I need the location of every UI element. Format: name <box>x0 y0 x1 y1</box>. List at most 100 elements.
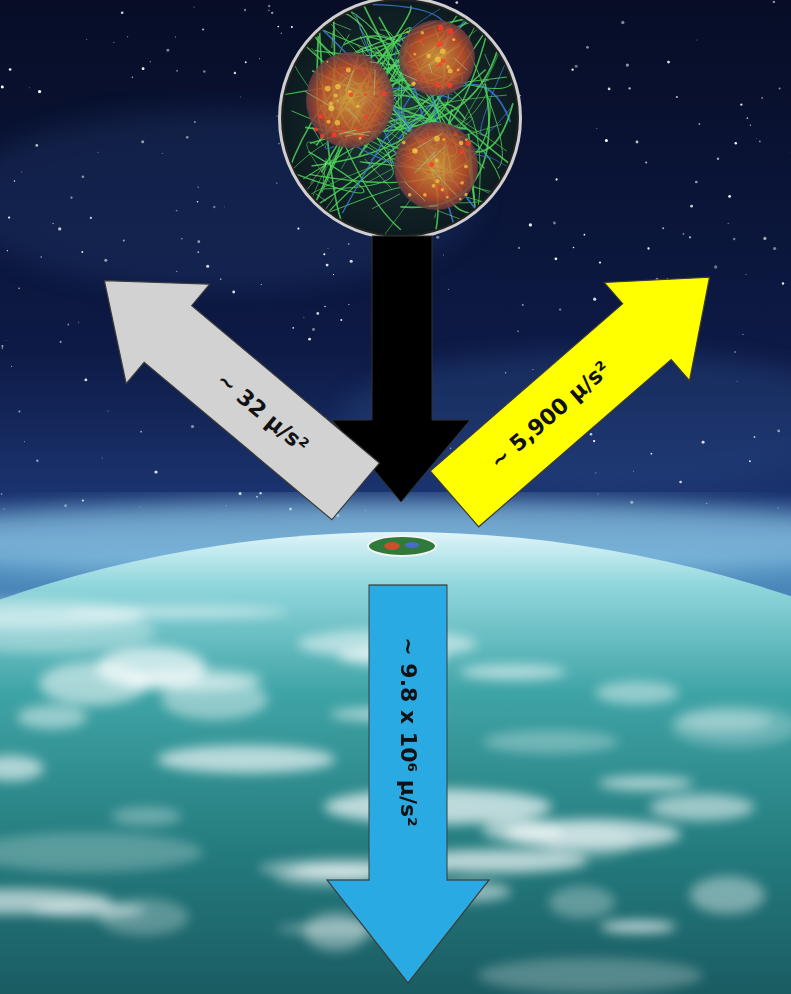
star <box>256 496 258 498</box>
cloud <box>482 819 562 842</box>
cloud <box>460 664 567 680</box>
star <box>736 381 738 383</box>
star <box>276 182 277 183</box>
nucleus-speck <box>464 165 468 169</box>
nucleus-speck <box>457 69 460 72</box>
star <box>82 499 84 501</box>
star <box>443 254 444 255</box>
star <box>455 1 458 4</box>
filament <box>345 131 371 136</box>
nucleus-speck <box>438 41 443 46</box>
star <box>232 291 235 294</box>
star <box>107 410 108 411</box>
star <box>5 339 7 341</box>
star <box>102 457 103 458</box>
star <box>206 265 209 268</box>
star <box>194 6 195 7</box>
nucleus-speck <box>420 79 422 81</box>
star <box>132 76 134 78</box>
star <box>350 260 353 263</box>
star <box>702 441 705 444</box>
star <box>149 61 151 63</box>
filament <box>309 141 342 218</box>
filament <box>431 146 445 160</box>
star <box>90 217 92 219</box>
star <box>14 180 15 181</box>
filament <box>372 194 400 209</box>
star <box>571 69 573 71</box>
star <box>259 492 262 495</box>
star <box>698 123 700 125</box>
star <box>84 378 87 381</box>
star <box>11 366 12 367</box>
cloud <box>600 920 676 933</box>
cloud <box>598 776 693 790</box>
star <box>271 12 273 14</box>
star <box>761 97 762 98</box>
star <box>277 26 279 28</box>
star <box>773 247 776 250</box>
star <box>599 261 601 263</box>
star <box>553 222 556 225</box>
nucleus-speck <box>408 193 412 197</box>
filament <box>346 70 354 91</box>
star <box>759 140 761 142</box>
star <box>8 216 10 218</box>
nucleus-speck <box>437 186 441 190</box>
star <box>35 144 38 147</box>
star <box>324 306 326 308</box>
star <box>176 210 178 212</box>
star <box>745 274 746 275</box>
star <box>18 411 20 413</box>
nucleus-speck <box>435 179 439 183</box>
acceleration-label: ~ 9.8 x 10⁶ μ/s² <box>396 637 420 826</box>
star <box>522 304 524 306</box>
filament <box>357 45 367 56</box>
star <box>224 206 226 208</box>
filament <box>338 130 356 134</box>
filament <box>396 120 417 145</box>
nucleus-speck <box>427 171 429 173</box>
star <box>679 481 682 484</box>
arrow-outline <box>63 231 398 541</box>
star <box>645 161 647 163</box>
filament <box>397 72 416 81</box>
filament <box>429 205 438 206</box>
nucleus-speck <box>320 134 325 139</box>
arrow-outline <box>327 585 489 983</box>
star <box>559 308 561 310</box>
star <box>1 345 3 347</box>
star <box>754 436 756 438</box>
star <box>327 248 329 250</box>
star <box>436 236 439 239</box>
nucleus-speck <box>412 148 418 154</box>
star <box>259 58 260 59</box>
cloud <box>549 886 616 918</box>
star <box>240 96 242 98</box>
filament <box>374 70 375 96</box>
filament <box>332 22 351 30</box>
nucleus-speck <box>435 82 439 86</box>
star <box>268 10 269 11</box>
star <box>202 28 204 30</box>
star <box>9 68 12 71</box>
nucleus-speck <box>382 91 387 96</box>
star <box>777 430 780 433</box>
filament <box>312 29 313 33</box>
star <box>67 324 69 326</box>
nucleus-speck <box>327 120 331 124</box>
star <box>717 158 719 160</box>
cloud <box>0 755 44 781</box>
nucleus-speck <box>460 181 464 185</box>
nucleus-speck <box>429 162 434 167</box>
nucleus-speck <box>326 61 328 63</box>
star <box>586 46 589 49</box>
star <box>281 33 282 34</box>
star <box>628 87 630 89</box>
star <box>529 223 532 226</box>
star <box>682 233 684 235</box>
filament <box>305 91 334 108</box>
star <box>667 61 670 64</box>
star <box>734 351 735 352</box>
star <box>695 181 698 184</box>
